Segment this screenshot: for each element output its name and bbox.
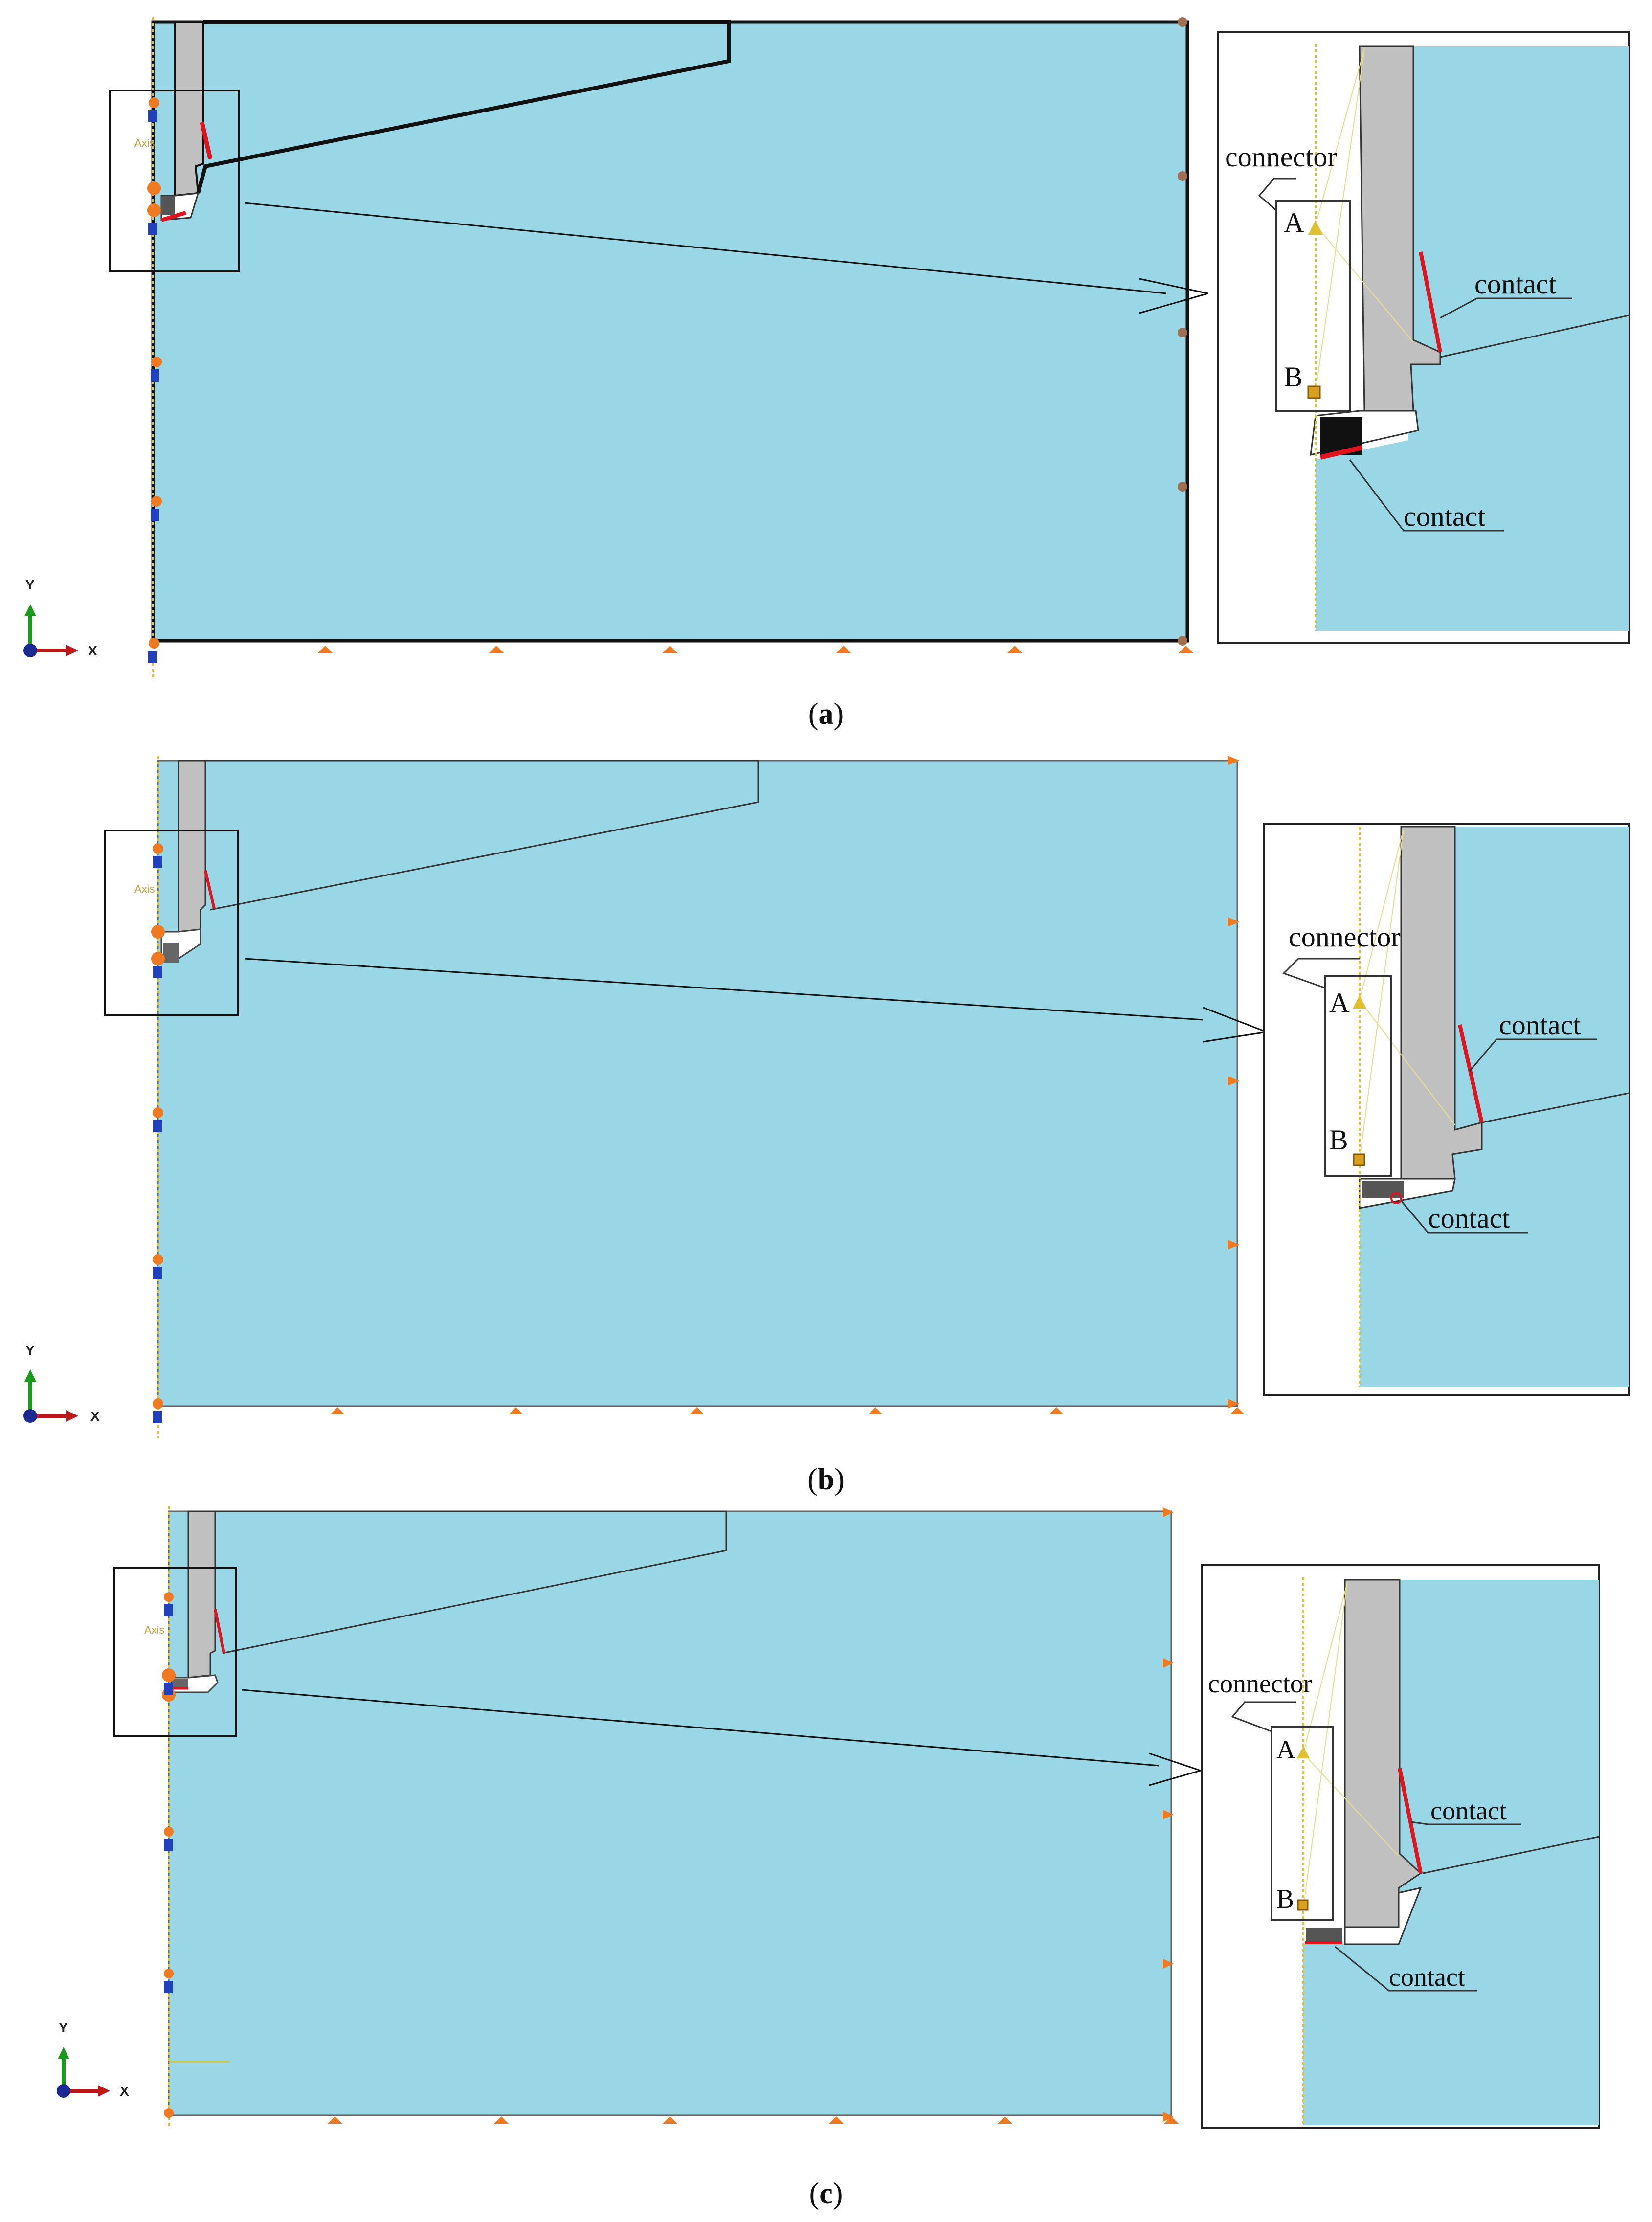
- axis-y-label: Y: [59, 2020, 68, 2035]
- callout-a: connector A B contact contact: [1217, 31, 1630, 644]
- label-connector: connector: [1208, 1669, 1312, 1698]
- boundary-markers-bottom: [330, 1407, 1245, 1414]
- callout-contact-upper: [1419, 251, 1442, 353]
- excavation-profile: [196, 20, 731, 194]
- axis-triad-a: Y X: [23, 577, 97, 658]
- label-connector: connector: [1289, 921, 1401, 953]
- pile: [178, 760, 206, 933]
- panel-b: Axis Y X: [23, 756, 1630, 1496]
- callout-slope: [1423, 1836, 1600, 1874]
- contact-line: [204, 870, 216, 909]
- boundary-markers-blue: [164, 1604, 173, 1993]
- contact-line: [214, 1609, 225, 1654]
- label-point-b: B: [1276, 1884, 1294, 1913]
- label-contact-lower: contact: [1428, 1202, 1510, 1234]
- point-a-marker: [1308, 220, 1323, 235]
- axis-y-label: Y: [25, 1343, 35, 1358]
- label-point-a: A: [1284, 207, 1304, 239]
- boundary-markers-right: [1228, 756, 1240, 1409]
- point-a-marker: [1297, 1746, 1310, 1758]
- label-contact-lower: contact: [1389, 1962, 1465, 1992]
- label-contact-lower: contact: [1404, 500, 1485, 532]
- axis-triad-c: Y X: [57, 2020, 129, 2099]
- callout-slope: [1481, 1092, 1629, 1123]
- caption-c: (c): [809, 2177, 843, 2210]
- boundary-markers-blue: [153, 856, 162, 1423]
- axis-y-label: Y: [25, 577, 35, 592]
- zoom-frame: [113, 1567, 237, 1737]
- point-b-marker: [1297, 1899, 1309, 1911]
- label-point-b: B: [1329, 1124, 1348, 1156]
- label-point-b: B: [1284, 361, 1303, 393]
- axis-small-label: Axis: [134, 883, 155, 895]
- label-point-a: A: [1276, 1735, 1295, 1764]
- axis-x-label: X: [120, 2084, 129, 2099]
- axis-small-label: Axis: [134, 137, 155, 149]
- model-view-c: Axis: [113, 1506, 1204, 2128]
- callout-connector-box: [1275, 200, 1351, 412]
- gray-block: [172, 1679, 188, 1687]
- point-a-marker: [1353, 995, 1366, 1009]
- soil-domain: [157, 760, 1238, 1407]
- pile: [187, 1510, 216, 1679]
- callout-contact-upper: [1458, 1024, 1484, 1123]
- label-contact-upper: contact: [1474, 268, 1556, 300]
- point-b-marker: [1307, 385, 1321, 399]
- panel-a: Axis Y X: [23, 17, 1630, 731]
- axis-x-label: X: [90, 1409, 100, 1424]
- zoom-leader: [242, 1689, 1160, 1767]
- soil-domain: [168, 1510, 1172, 2116]
- callout-soil-lower: [1360, 1093, 1629, 1387]
- zoom-leader: [244, 202, 1167, 294]
- boundary-markers-left: [147, 97, 162, 649]
- gray-block: [161, 196, 175, 215]
- panel-c: Axis Y X: [57, 1506, 1600, 2210]
- zoom-leader-arrow: [1149, 1752, 1204, 1786]
- callout-connector-box: [1324, 975, 1392, 1177]
- axis-small-label: Axis: [144, 1624, 165, 1636]
- zoom-leader-arrow: [1139, 278, 1208, 314]
- callout-contact-upper: [1398, 1768, 1423, 1874]
- callout-connector-box: [1271, 1726, 1334, 1921]
- label-point-a: A: [1329, 987, 1350, 1019]
- callout-slope: [1440, 314, 1629, 358]
- axis-triad-b: Y X: [23, 1343, 100, 1424]
- callout-gap: [1344, 1886, 1422, 1945]
- contact-line: [200, 122, 213, 159]
- caption-b: (b): [807, 1463, 845, 1496]
- boundary-markers-right: [1163, 1507, 1174, 2122]
- label-contact-upper: contact: [1430, 1796, 1507, 1825]
- callout-c: connector A B contact contact: [1201, 1564, 1600, 2129]
- zoom-leader: [244, 958, 1204, 1021]
- axis-x-label: X: [88, 643, 97, 658]
- contact-line: [160, 211, 187, 222]
- excavation-profile: [215, 1510, 727, 1654]
- model-view-a: Axis: [109, 17, 1208, 677]
- dark-block: [1362, 1181, 1404, 1198]
- boundary-markers-bottom: [328, 2116, 1179, 2124]
- label-connector: connector: [1225, 141, 1337, 173]
- point-b-marker: [1353, 1153, 1365, 1166]
- boundary-markers-bottom: [318, 646, 1193, 653]
- callout-soil-lower: [1316, 313, 1629, 631]
- zoom-frame: [109, 90, 240, 272]
- contact-point-marker: [1390, 1192, 1402, 1204]
- label-contact-upper: contact: [1499, 1009, 1581, 1041]
- callout-b: connector A B contact contact: [1263, 823, 1630, 1396]
- zoom-frame: [104, 830, 239, 1016]
- model-view-b: Axis: [104, 756, 1270, 1438]
- callout-contact-lower: [1319, 445, 1363, 460]
- boundary-markers-left: [151, 843, 165, 1409]
- boundary-markers-blue: [148, 110, 159, 663]
- callout-soil-lower: [1303, 1837, 1599, 2125]
- gray-block: [163, 943, 179, 963]
- caption-a: (a): [808, 697, 844, 731]
- excavation-profile: [205, 760, 759, 911]
- boundary-markers-right: [1178, 17, 1187, 646]
- dark-block: [1306, 1928, 1342, 1942]
- soil-domain: [151, 20, 1189, 643]
